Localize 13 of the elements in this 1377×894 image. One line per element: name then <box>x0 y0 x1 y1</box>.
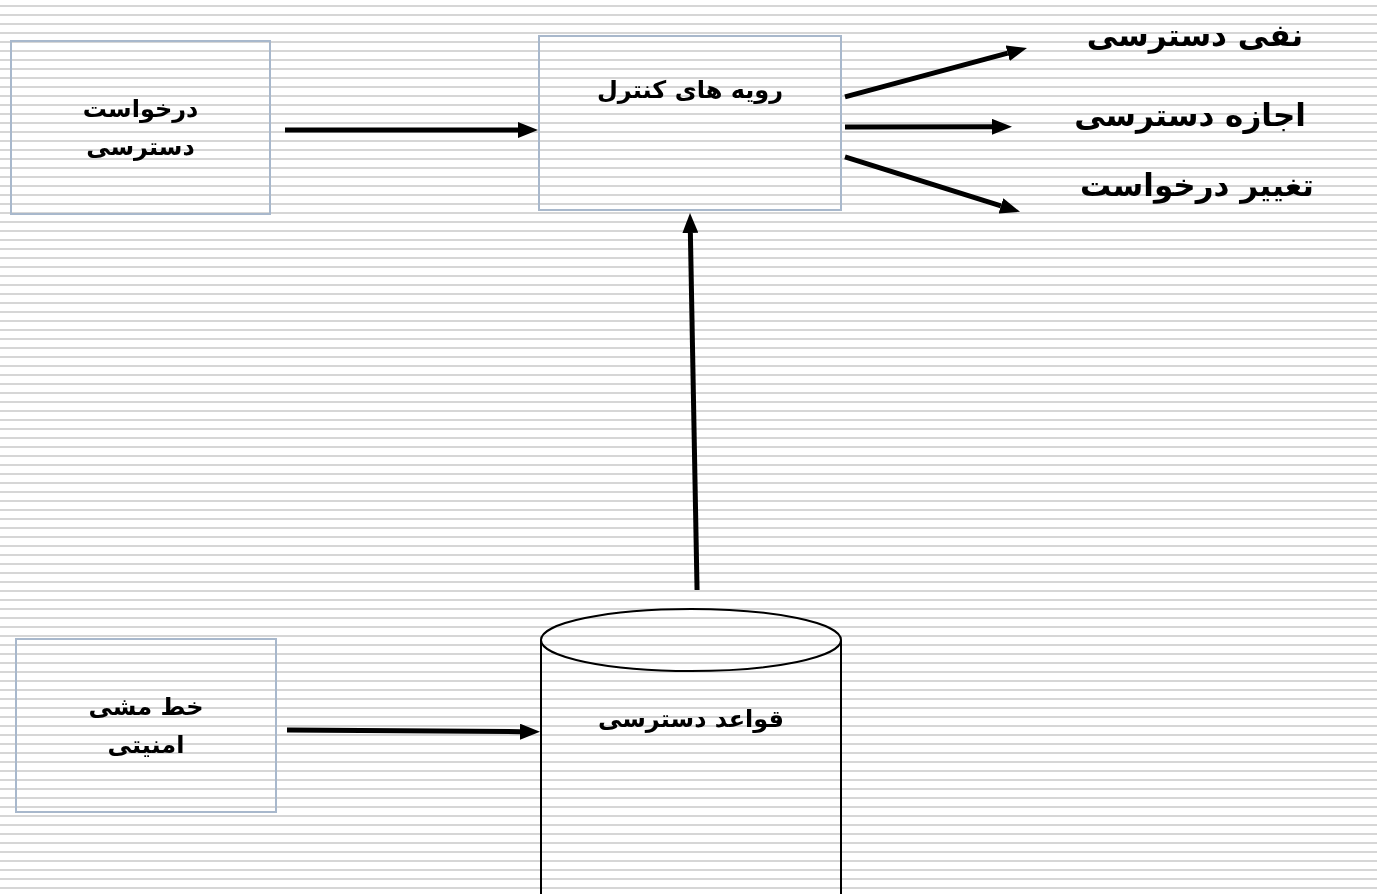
arrow <box>287 723 540 740</box>
arrow <box>682 213 700 591</box>
process-box: رویه های کنترل <box>538 35 842 211</box>
arrow <box>845 118 1012 135</box>
outcome-text: تغییر درخواست <box>1022 165 1372 225</box>
outcome-text: اجازه دسترسی <box>1015 95 1365 155</box>
process-box: درخواست دسترسی <box>10 40 271 215</box>
arrow <box>844 154 1020 214</box>
arrow <box>285 122 538 139</box>
database-cylinder: قواعد دسترسی <box>540 608 842 894</box>
outcome-text: نفی دسترسی <box>1030 15 1360 75</box>
process-box: خط مشی امنیتی <box>15 638 277 813</box>
arrow <box>844 45 1027 100</box>
